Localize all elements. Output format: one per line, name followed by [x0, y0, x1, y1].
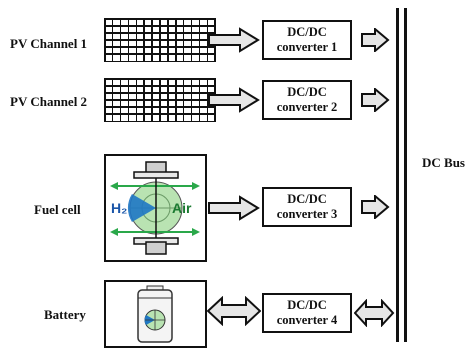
arrow-fuelcell-to-converter3	[208, 195, 260, 221]
dc-bus-line-right	[404, 8, 407, 342]
fuel-cell-box: H₂ Air	[104, 154, 207, 262]
converter-1-line2: converter 1	[276, 40, 338, 54]
arrow-converter2-to-bus	[361, 88, 390, 112]
dc-dc-converter-1: DC/DC converter 1	[262, 20, 352, 60]
fuel-cell-icon	[110, 161, 200, 255]
pv-channel-1-label: PV Channel 1	[10, 36, 88, 51]
dc-dc-converter-3: DC/DC converter 3	[262, 187, 352, 227]
converter-2-line1: DC/DC	[287, 85, 327, 99]
fuel-cell-air-label: Air	[172, 200, 192, 216]
battery-icon	[137, 285, 173, 343]
arrow-converter1-to-bus	[361, 28, 390, 52]
converter-4-line1: DC/DC	[287, 298, 327, 312]
dc-bus-line-left	[396, 8, 399, 342]
arrow-pv1-to-converter1	[208, 27, 260, 53]
dc-bus-label: DC Bus	[422, 155, 465, 170]
arrow-pv2-to-converter2	[208, 87, 260, 113]
converter-2-line2: converter 2	[276, 100, 338, 114]
pv-panel-1	[104, 18, 216, 62]
dc-dc-converter-2: DC/DC converter 2	[262, 80, 352, 120]
arrow-converter4-bus-bidirectional	[354, 299, 395, 327]
pv-channel-2-label: PV Channel 2	[10, 94, 88, 109]
dc-dc-converter-4: DC/DC converter 4	[262, 293, 352, 333]
arrow-battery-converter4-bidirectional	[207, 296, 261, 326]
converter-1-line1: DC/DC	[287, 25, 327, 39]
battery-label: Battery	[44, 307, 86, 322]
converter-4-line2: converter 4	[276, 313, 338, 327]
converter-3-line2: converter 3	[276, 207, 338, 221]
fuel-cell-h2-label: H₂	[111, 200, 128, 216]
converter-3-line1: DC/DC	[287, 192, 327, 206]
pv-panel-2	[104, 78, 216, 122]
battery-box	[104, 280, 207, 348]
arrow-converter3-to-bus	[361, 195, 390, 219]
fuel-cell-label: Fuel cell	[34, 202, 81, 217]
